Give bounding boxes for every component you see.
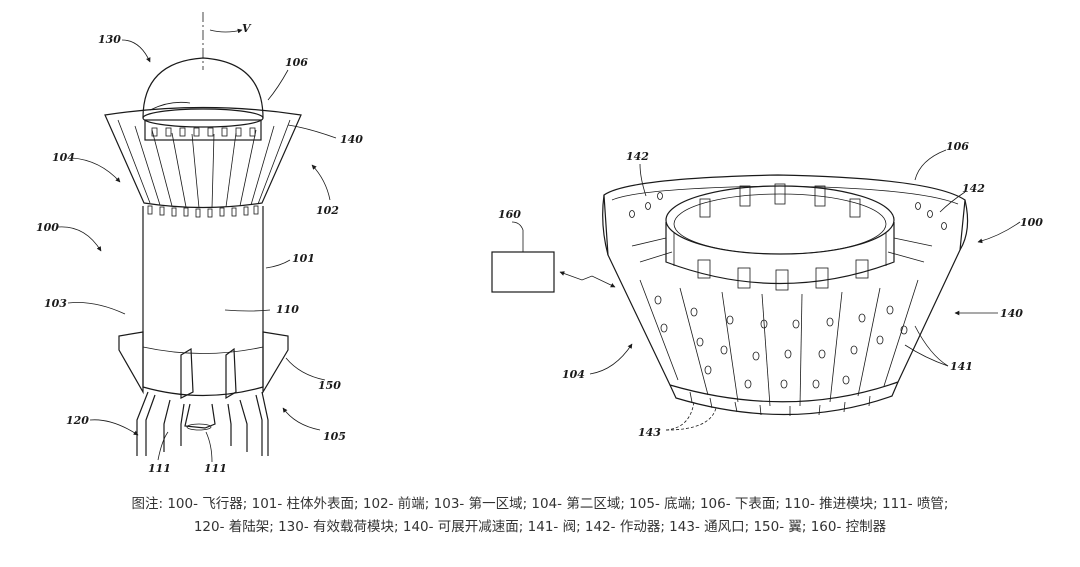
ref-130: 130 bbox=[98, 33, 121, 46]
figure-caption: 图注: 100- 飞行器; 101- 柱体外表面; 102- 前端; 103- … bbox=[0, 493, 1080, 539]
ref-100-left: 100 bbox=[36, 221, 59, 234]
ref-100-right: 100 bbox=[1020, 216, 1043, 229]
ref-140-left: 140 bbox=[340, 133, 363, 146]
ref-150: 150 bbox=[318, 379, 341, 392]
ref-104-right: 104 bbox=[562, 368, 585, 381]
patent-figure: 130 V 106 140 104 102 100 101 103 110 15… bbox=[36, 12, 1043, 475]
ref-141: 141 bbox=[950, 360, 973, 373]
ref-103: 103 bbox=[44, 297, 67, 310]
ref-143: 143 bbox=[638, 426, 661, 439]
ref-111-a: 111 bbox=[148, 462, 171, 475]
ref-142-right: 142 bbox=[962, 182, 985, 195]
ref-101: 101 bbox=[292, 252, 315, 265]
controller-box bbox=[491, 251, 555, 293]
ref-110: 110 bbox=[276, 303, 299, 316]
ref-160: 160 bbox=[498, 208, 521, 221]
ref-106-left: 106 bbox=[285, 56, 308, 69]
ref-142-left: 142 bbox=[626, 150, 649, 163]
ref-140-right: 140 bbox=[1000, 307, 1023, 320]
ref-120: 120 bbox=[66, 414, 89, 427]
ref-V: V bbox=[242, 22, 252, 35]
ref-102: 102 bbox=[316, 204, 339, 217]
caption-line-1: 图注: 100- 飞行器; 101- 柱体外表面; 102- 前端; 103- … bbox=[131, 496, 949, 512]
ref-105: 105 bbox=[323, 430, 346, 443]
vehicle-drawing: 130 V 106 140 104 102 100 101 103 110 15… bbox=[36, 12, 363, 475]
ref-106-right: 106 bbox=[946, 140, 969, 153]
ref-104-left: 104 bbox=[52, 151, 75, 164]
skirt-detail-drawing: 160 142 106 142 100 140 141 104 143 bbox=[491, 140, 1043, 439]
caption-line-2: 120- 着陆架; 130- 有效载荷模块; 140- 可展开减速面; 141-… bbox=[193, 519, 887, 535]
ref-111-b: 111 bbox=[204, 462, 227, 475]
